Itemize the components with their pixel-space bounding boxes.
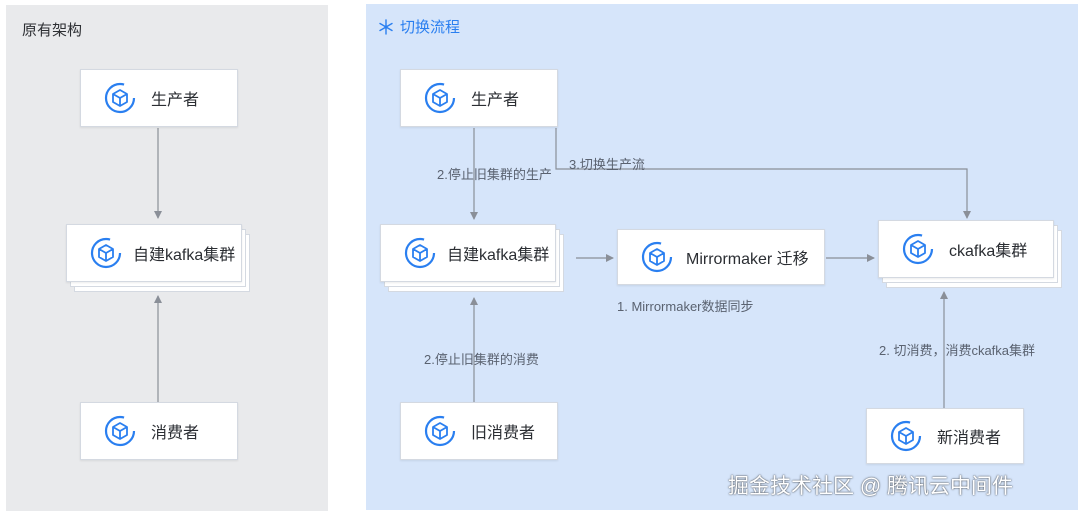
switch-process-title: 切换流程	[400, 19, 461, 36]
right-kafka-cluster-node: 自建kafka集群	[380, 224, 556, 282]
new-consumer-label: 新消费者	[937, 430, 1002, 447]
note-stop-consumer: 2.停止旧集群的消费	[424, 352, 539, 367]
right-producer-label: 生产者	[471, 92, 520, 109]
old-consumer-label: 旧消费者	[471, 425, 536, 442]
note-stop-producer: 2.停止旧集群的生产	[437, 167, 552, 182]
cube-ring-icon	[90, 237, 122, 269]
left-producer-node: 生产者	[80, 69, 238, 127]
cube-ring-icon	[404, 237, 436, 269]
new-consumer-node: 新消费者	[866, 408, 1024, 464]
left-consumer-node: 消费者	[80, 402, 238, 460]
switch-producer-arrow	[555, 128, 971, 219]
cube-ring-icon	[890, 420, 922, 452]
left-producer-label: 生产者	[151, 92, 200, 109]
cube-ring-icon	[104, 415, 136, 447]
ckafka-cluster-node: ckafka集群	[878, 220, 1054, 278]
mirrormaker-label: Mirrormaker 迁移	[686, 251, 809, 268]
note-mirror-sync: 1. Mirrormaker数据同步	[617, 299, 754, 314]
note-switch-consumer: 2. 切消费，消费ckafka集群	[879, 343, 1036, 358]
original-architecture-title: 原有架构	[22, 22, 83, 39]
left-kafka-cluster-node: 自建kafka集群	[66, 224, 242, 282]
mirrormaker-node: Mirrormaker 迁移	[617, 229, 825, 285]
cube-ring-icon	[902, 233, 934, 265]
snowflake-icon	[379, 18, 393, 35]
watermark: 掘金技术社区 @ 腾讯云中间件	[728, 475, 1013, 498]
cube-ring-icon	[424, 82, 456, 114]
switch-process-header: 切换流程	[378, 16, 460, 37]
left-consumer-label: 消费者	[151, 425, 200, 442]
cube-ring-icon	[641, 241, 673, 273]
old-consumer-node: 旧消费者	[400, 402, 558, 460]
right-kafka-cluster-label: 自建kafka集群	[447, 247, 550, 264]
right-producer-node: 生产者	[400, 69, 558, 127]
ckafka-cluster-label: ckafka集群	[949, 243, 1028, 260]
note-switch-producer: 3.切换生产流	[569, 157, 645, 172]
cube-ring-icon	[104, 82, 136, 114]
cube-ring-icon	[424, 415, 456, 447]
left-kafka-cluster-label: 自建kafka集群	[133, 247, 236, 264]
